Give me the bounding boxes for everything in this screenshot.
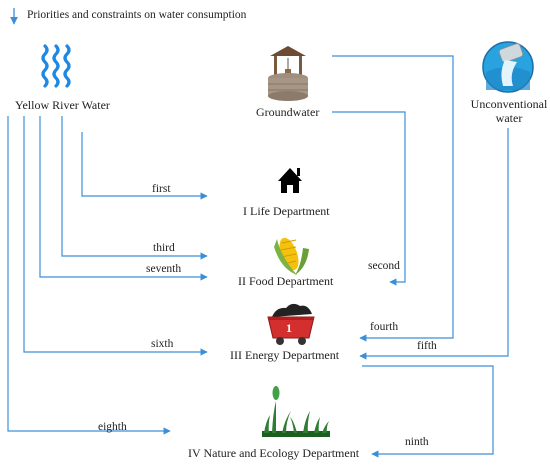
arrow-fourth — [332, 55, 454, 342]
corn-icon — [274, 237, 309, 275]
house-icon — [278, 168, 302, 193]
yellow-river-label: Yellow River Water — [15, 98, 110, 112]
priority-seventh: seventh — [146, 263, 182, 275]
water-waves-icon — [41, 44, 71, 88]
coal-cart-icon — [267, 303, 315, 345]
arrow-second — [332, 111, 406, 286]
priority-fourth: fourth — [370, 321, 399, 333]
well-icon — [268, 46, 308, 101]
energy-department-label: III Energy Department — [230, 348, 340, 362]
arrow-sixth — [23, 116, 208, 356]
priority-third: third — [153, 242, 175, 254]
priority-eighth: eighth — [98, 421, 127, 433]
priority-first: first — [152, 183, 171, 195]
arrow-seventh — [39, 116, 208, 281]
arrow-first — [81, 132, 208, 200]
arrow-fifth — [359, 128, 509, 360]
priority-sixth: sixth — [151, 338, 174, 350]
priority-ninth: ninth — [405, 436, 429, 448]
food-department-label: II Food Department — [238, 274, 334, 288]
nature-department-label: IV Nature and Ecology Department — [188, 446, 360, 460]
priority-second: second — [368, 260, 400, 272]
life-department-label: I Life Department — [243, 204, 330, 218]
grass-icon — [262, 386, 330, 437]
groundwater-label: Groundwater — [256, 105, 320, 119]
arrow-ninth — [362, 365, 494, 458]
arrow-eighth — [7, 116, 171, 435]
arrow-third — [61, 116, 208, 260]
coal-cart-badge: 1 — [286, 321, 292, 335]
pipe-outflow-icon — [482, 41, 534, 93]
priority-fifth: fifth — [417, 340, 437, 352]
unconventional-water-label: Unconventional water — [470, 97, 548, 125]
legend-text: Priorities and constraints on water cons… — [27, 9, 247, 21]
